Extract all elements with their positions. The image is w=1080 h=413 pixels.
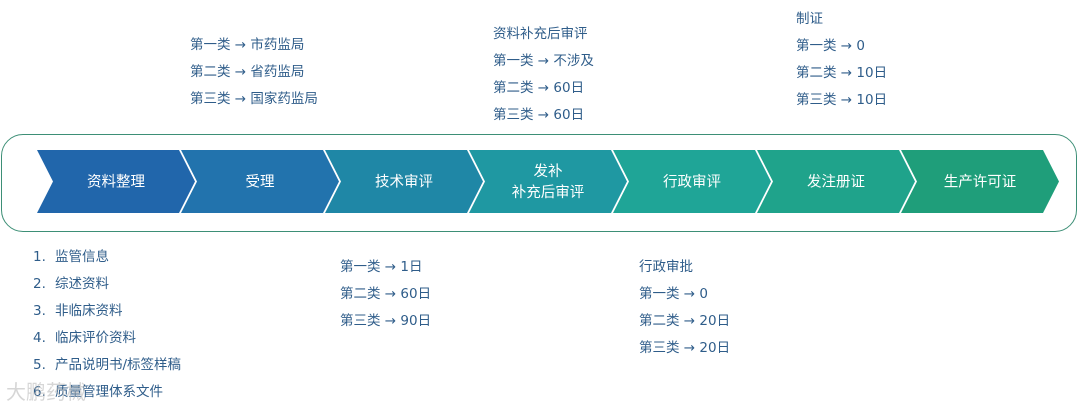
note-line: 第一类 → 0: [639, 286, 708, 302]
step-chevron-1: [37, 150, 195, 213]
note-line: 第二类 → 60日: [493, 80, 585, 96]
list-item: 1. 监管信息: [33, 244, 181, 271]
note-line: 第二类 → 20日: [639, 313, 731, 329]
note-line: 第三类 → 20日: [639, 340, 731, 356]
step-label-4: 发补: [534, 163, 563, 180]
note-line: 第一类 → 0: [796, 38, 865, 54]
step-label-5: 行政审评: [663, 174, 721, 191]
step-chevron-5: [613, 150, 771, 213]
list-number: 3.: [33, 303, 46, 319]
note-line: 第二类 → 10日: [796, 65, 888, 81]
list-text: 产品说明书/标签样稿: [55, 357, 182, 373]
step-chevron-6: [757, 150, 915, 213]
list-number: 5.: [33, 357, 46, 373]
note-line: 资料补充后审评: [493, 26, 588, 42]
note-acceptance: 第一类 → 市药监局 第二类 → 省药监局 第三类 → 国家药监局: [190, 32, 318, 113]
list-text: 监管信息: [55, 249, 109, 265]
list-number: 1.: [33, 249, 46, 265]
note-line: 第一类 → 1日: [340, 259, 423, 275]
list-text: 临床评价资料: [55, 330, 136, 346]
list-item: 3. 非临床资料: [33, 298, 181, 325]
list-number: 2.: [33, 276, 46, 292]
step-chevron-4: [469, 150, 627, 213]
note-supplement: 资料补充后审评 第一类 → 不涉及 第二类 → 60日 第三类 → 60日: [493, 21, 594, 129]
step-label-2: 受理: [246, 174, 275, 191]
list-text: 质量管理体系文件: [55, 384, 163, 400]
note-documents: 1. 监管信息 2. 综述资料 3. 非临床资料 4. 临床评价资料 5. 产品说明书/标…: [33, 244, 181, 406]
note-technical: 第一类 → 1日 第二类 → 60日 第三类 → 90日: [340, 254, 431, 335]
list-item: 5. 产品说明书/标签样稿: [33, 352, 181, 379]
list-text: 非临床资料: [55, 303, 123, 319]
list-number: 4.: [33, 330, 46, 346]
watermark: 大鹏药械: [6, 380, 86, 404]
note-line: 第一类 → 市药监局: [190, 37, 305, 53]
list-item: 2. 综述资料: [33, 271, 181, 298]
step-chevron-7: [901, 150, 1059, 213]
note-line: 制证: [796, 11, 823, 27]
step-chevron-3: [325, 150, 483, 213]
step-label-6: 发注册证: [807, 174, 865, 191]
list-item: 6. 质量管理体系文件: [33, 379, 181, 406]
note-line: 行政审批: [639, 259, 693, 275]
note-line: 第三类 → 60日: [493, 107, 585, 123]
list-item: 4. 临床评价资料: [33, 325, 181, 352]
list-text: 综述资料: [55, 276, 109, 292]
note-line: 第一类 → 不涉及: [493, 53, 594, 69]
step-label-7: 生产许可证: [944, 174, 1017, 191]
note-line: 第三类 → 10日: [796, 92, 888, 108]
list-number: 6.: [33, 384, 46, 400]
note-certificate: 制证 第一类 → 0 第二类 → 10日 第三类 → 10日: [796, 6, 887, 114]
step-chevron-2: [181, 150, 339, 213]
step-label-4: 补充后审评: [512, 184, 585, 201]
note-line: 第三类 → 90日: [340, 313, 432, 329]
note-administrative: 行政审批 第一类 → 0 第二类 → 20日 第三类 → 20日: [639, 254, 730, 362]
note-line: 第三类 → 国家药监局: [190, 91, 318, 107]
step-label-3: 技术审评: [375, 174, 433, 191]
process-frame: [1, 134, 1077, 232]
note-line: 第二类 → 省药监局: [190, 64, 305, 80]
note-line: 第二类 → 60日: [340, 286, 432, 302]
step-label-1: 资料整理: [87, 174, 145, 191]
